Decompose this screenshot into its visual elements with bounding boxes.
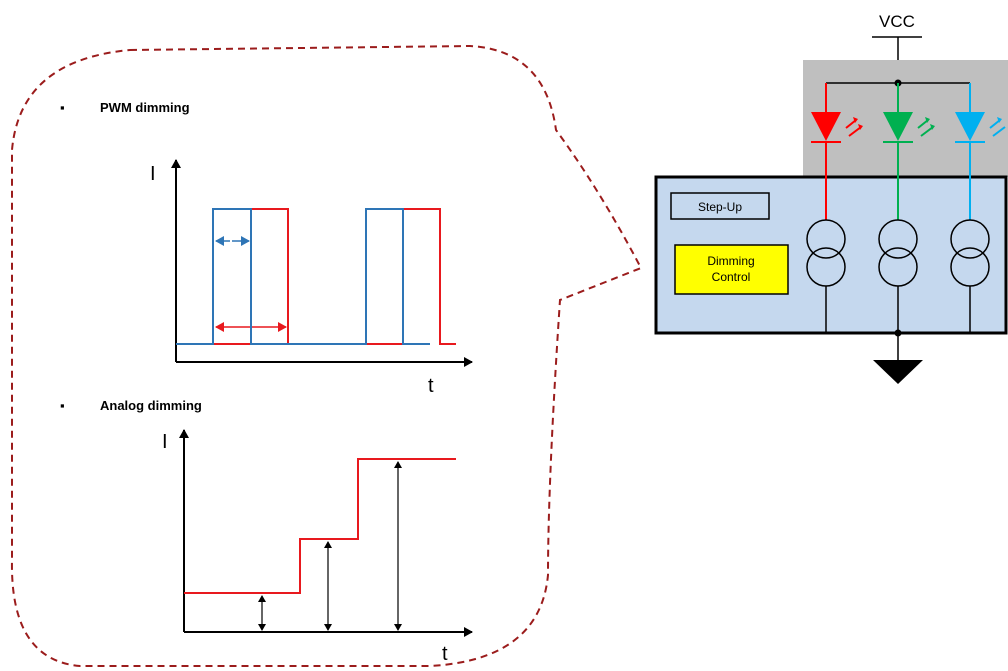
red-led-emission-tip bbox=[853, 117, 858, 123]
pwm-title: PWM dimming bbox=[100, 100, 190, 115]
red-led-emission-tip-2 bbox=[858, 124, 863, 130]
analog-y-label: I bbox=[162, 431, 168, 453]
circuit: VCC bbox=[654, 12, 1008, 384]
pwm-red-waveform bbox=[176, 208, 456, 345]
green-led-emission-tip-2 bbox=[930, 124, 935, 130]
blue-led-diode-icon bbox=[955, 112, 985, 141]
green-led-diode-icon bbox=[883, 112, 913, 141]
callout-bubble bbox=[10, 44, 643, 667]
analog-section: ▪ Analog dimming I t bbox=[60, 398, 473, 665]
current-source-red bbox=[806, 219, 846, 333]
blue-led-emission-icon-2 bbox=[992, 126, 1006, 137]
green-led-emission-icon-2 bbox=[920, 126, 934, 137]
vcc-label: VCC bbox=[879, 12, 915, 31]
red-led-emission-icon bbox=[845, 119, 857, 129]
analog-x-label: t bbox=[442, 643, 448, 665]
blue-led bbox=[955, 83, 1006, 220]
red-led-emission-icon-2 bbox=[848, 126, 862, 137]
analog-bullet: ▪ bbox=[60, 398, 65, 413]
ground-icon bbox=[873, 360, 923, 384]
blue-led-emission-icon bbox=[989, 119, 1001, 129]
current-source-blue bbox=[950, 219, 990, 333]
current-source-blue-upper-circle bbox=[950, 219, 990, 259]
blue-led-emission-tip bbox=[997, 117, 1002, 123]
dimming-label-line1: Dimming bbox=[707, 254, 754, 268]
current-source-green-upper-circle bbox=[878, 219, 918, 259]
pwm-section: ▪ PWM dimming I t bbox=[60, 100, 473, 397]
current-source-green bbox=[878, 219, 918, 333]
pwm-y-label: I bbox=[150, 163, 156, 185]
current-source-red-upper-circle bbox=[806, 219, 846, 259]
green-led-emission-icon bbox=[917, 119, 929, 129]
pwm-bullet: ▪ bbox=[60, 100, 65, 115]
red-led-diode-icon bbox=[811, 112, 841, 141]
stepup-label: Step-Up bbox=[698, 200, 742, 214]
stepup-box bbox=[670, 192, 770, 220]
green-led-emission-tip bbox=[925, 117, 930, 123]
pwm-x-label: t bbox=[428, 375, 434, 397]
pwm-blue-waveform bbox=[176, 208, 430, 345]
green-led bbox=[883, 83, 935, 220]
dimming-label-line2: Control bbox=[712, 270, 751, 284]
analog-title: Analog dimming bbox=[100, 398, 202, 413]
dimming-control-box bbox=[674, 244, 789, 295]
analog-red-waveform bbox=[184, 458, 456, 594]
red-led bbox=[811, 83, 863, 220]
